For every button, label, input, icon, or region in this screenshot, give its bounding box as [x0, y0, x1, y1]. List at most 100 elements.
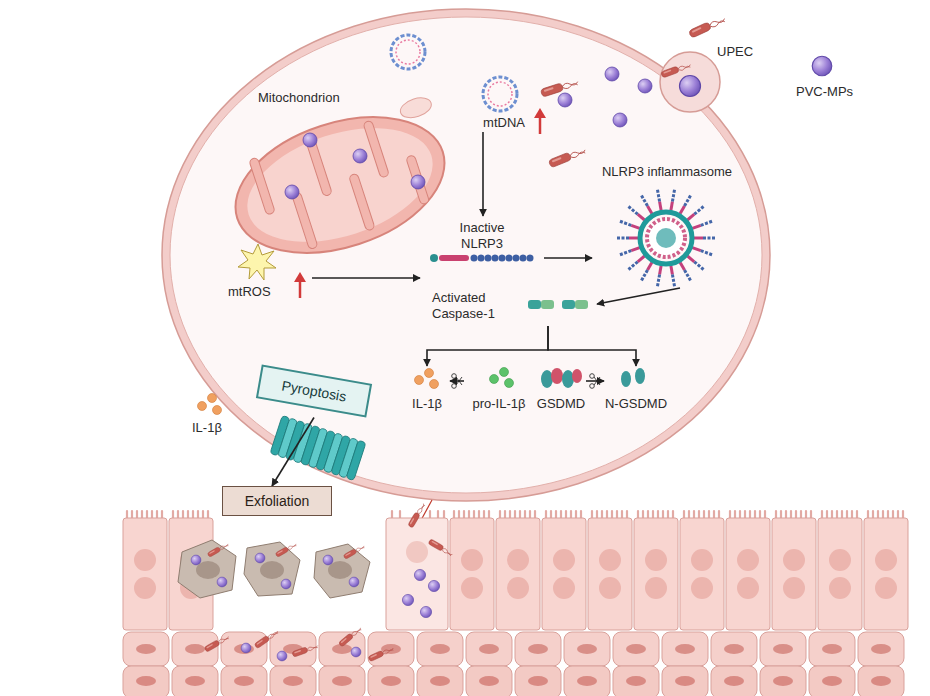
microplastic — [277, 651, 287, 661]
intermediate-cell — [417, 632, 463, 666]
microplastic — [558, 93, 572, 107]
cytokine-label: IL-1β — [404, 366, 450, 412]
basal-cell — [368, 666, 414, 696]
exfoliated-cell — [244, 542, 300, 596]
basal-cell — [760, 666, 806, 696]
node-text: IL-1β — [412, 396, 442, 412]
process-box: Pyroptosis — [256, 365, 372, 418]
microplastic — [420, 606, 431, 617]
inflammasome-label: NLRP3 inflammasome — [592, 164, 742, 288]
gsdmd-pore — [270, 415, 366, 480]
intermediate-cell — [662, 632, 708, 666]
microplastic — [411, 175, 425, 189]
caspase-label: Activated Caspase-1 — [432, 286, 597, 326]
microplastic — [428, 580, 439, 591]
microplastic — [638, 79, 652, 93]
zoom-line — [420, 500, 432, 522]
node-text: mtDNA — [483, 115, 525, 131]
basal-cell — [466, 666, 512, 696]
basal-cell — [613, 666, 659, 696]
microplastic — [613, 113, 627, 127]
intermediate-cell — [270, 632, 316, 666]
bacterium — [338, 626, 362, 647]
increase-arrow — [294, 272, 306, 298]
basal-cell — [809, 666, 855, 696]
mtdna-ring — [391, 35, 425, 69]
mtros-label: mtROS — [222, 244, 312, 302]
scissors-symbol — [452, 374, 462, 389]
node-text: NLRP3 inflammasome — [602, 164, 732, 180]
basal-cell — [270, 666, 316, 696]
node-text: pro-IL-1β — [473, 396, 526, 412]
bacterium — [688, 15, 726, 38]
part-label: Mitochondrion — [258, 90, 340, 106]
arrow-connector — [450, 380, 464, 382]
umbrella-cell — [588, 511, 632, 630]
basal-cell — [417, 666, 463, 696]
il1b-particles — [198, 394, 222, 415]
bacterium — [207, 542, 229, 558]
basal-cell — [319, 666, 365, 696]
basal-cell — [172, 666, 218, 696]
intermediate-cell — [368, 632, 414, 666]
intermediate-cell — [760, 632, 806, 666]
outcome-box: Exfoliation — [222, 486, 332, 516]
bacterium — [254, 629, 279, 649]
bacterium — [292, 643, 319, 657]
umbrella-cell — [634, 511, 678, 630]
microplastic — [191, 555, 201, 565]
intermediate-cell — [319, 632, 365, 666]
microplastic — [241, 643, 251, 653]
intermediate-cell — [466, 632, 512, 666]
umbrella-cell — [680, 511, 724, 630]
microplastic — [605, 67, 619, 81]
bacterium — [548, 146, 586, 168]
arrow-connector — [548, 326, 636, 366]
nlrp3-label: Inactive NLRP3 — [420, 216, 544, 280]
protein-label: GSDMD — [536, 366, 586, 412]
umbrella-cell — [726, 511, 770, 630]
node-text: GSDMD — [537, 396, 585, 412]
intermediate-cell — [858, 632, 904, 666]
umbrella-cell — [123, 511, 167, 630]
arrow-connector — [544, 257, 592, 259]
mtdna-ring — [483, 77, 517, 111]
bacterium — [275, 542, 297, 558]
cytokine-label: pro-IL-1β — [464, 366, 534, 412]
bacterium — [408, 502, 426, 528]
microplastic — [812, 56, 832, 76]
il1b-particles — [415, 369, 439, 389]
node-text: Activated Caspase-1 — [432, 290, 504, 322]
ros-burst — [238, 244, 276, 280]
mtdna-label: mtDNA — [476, 114, 532, 132]
microplastic — [303, 133, 317, 147]
legend-like-label: UPEC — [717, 44, 753, 60]
exfoliated-cell — [314, 544, 370, 598]
arrow-connector — [482, 132, 484, 216]
intermediate-cell — [809, 632, 855, 666]
basal-cell — [564, 666, 610, 696]
bacterium — [428, 539, 454, 557]
cytoplasm — [170, 17, 762, 493]
arrow-connector — [427, 326, 548, 366]
bacterium — [661, 62, 692, 78]
node-text: Pyroptosis — [280, 377, 347, 404]
microplastic — [349, 577, 359, 587]
infected-cell — [386, 511, 448, 630]
cytokine-label: IL-1β — [192, 420, 222, 436]
cell-membrane — [162, 9, 770, 501]
arrow-connector — [312, 277, 420, 279]
microplastic — [323, 555, 333, 565]
gsdmd-protein — [541, 368, 582, 388]
umbrella-cell — [450, 511, 494, 630]
exfoliated-cell — [178, 540, 236, 598]
node-text: mtROS — [228, 284, 271, 300]
microplastic — [351, 647, 361, 657]
bacterium — [343, 544, 365, 560]
inflammasome — [616, 189, 716, 287]
arrow-connector — [586, 380, 604, 382]
intermediate-cell — [711, 632, 757, 666]
intermediate-cell — [221, 632, 267, 666]
microplastic — [680, 76, 701, 97]
basal-cell — [515, 666, 561, 696]
